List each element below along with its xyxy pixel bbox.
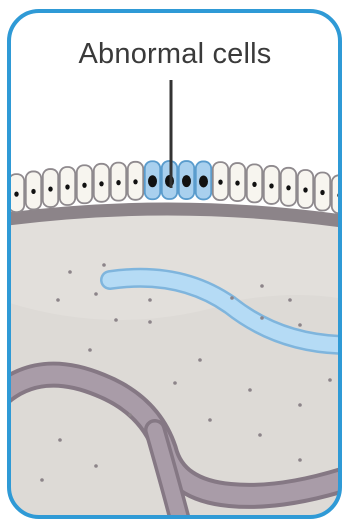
tissue-speckle bbox=[40, 478, 44, 482]
tissue-speckle bbox=[68, 270, 72, 274]
cell-nucleus bbox=[133, 179, 137, 184]
tissue-speckle bbox=[298, 403, 302, 407]
cell-nucleus bbox=[116, 180, 120, 185]
tissue-speckle bbox=[248, 388, 252, 392]
tissue-speckle bbox=[148, 320, 152, 324]
tissue-speckle bbox=[94, 292, 98, 296]
abnormal-cell-nucleus bbox=[182, 175, 191, 187]
tissue-speckle bbox=[148, 298, 152, 302]
abnormal-cell-nucleus bbox=[148, 175, 157, 187]
cell-nucleus bbox=[303, 187, 307, 192]
tissue-speckle bbox=[128, 413, 132, 417]
cell-nucleus bbox=[286, 185, 290, 190]
tissue-speckle bbox=[198, 358, 202, 362]
tissue-speckle bbox=[56, 298, 60, 302]
cell-nucleus bbox=[82, 183, 86, 188]
tissue-speckle bbox=[88, 348, 92, 352]
cell-nucleus bbox=[14, 192, 18, 197]
tissue-speckle bbox=[208, 418, 212, 422]
cell-nucleus bbox=[320, 190, 324, 195]
cell-nucleus bbox=[218, 180, 222, 185]
tissue-speckle bbox=[298, 458, 302, 462]
cell-nucleus bbox=[65, 184, 69, 189]
cell-nucleus bbox=[269, 183, 273, 188]
cell-nucleus bbox=[235, 180, 239, 185]
tissue-speckle bbox=[102, 263, 106, 267]
tissue-speckle bbox=[58, 438, 62, 442]
abnormal-cells-label: Abnormal cells bbox=[20, 38, 330, 71]
cell-nucleus bbox=[99, 181, 103, 186]
tissue-speckle bbox=[328, 378, 332, 382]
tissue-speckle bbox=[258, 433, 262, 437]
tissue-speckle bbox=[94, 464, 98, 468]
cell-nucleus bbox=[31, 189, 35, 194]
tissue-speckle bbox=[114, 318, 118, 322]
abnormal-cell-nucleus bbox=[199, 175, 208, 187]
cell-nucleus bbox=[252, 182, 256, 187]
tissue-speckle bbox=[230, 296, 234, 300]
tissue-speckle bbox=[288, 298, 292, 302]
tissue-speckle bbox=[298, 323, 302, 327]
tissue-speckle bbox=[260, 316, 264, 320]
cell-nucleus bbox=[48, 186, 52, 191]
tissue-speckle bbox=[173, 381, 177, 385]
tissue-speckle bbox=[260, 284, 264, 288]
